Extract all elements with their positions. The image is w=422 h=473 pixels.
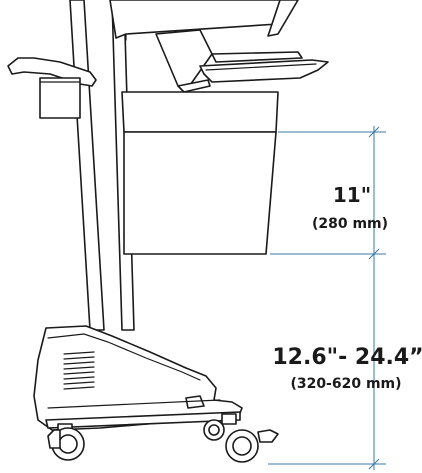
front-right-caster [221,413,279,463]
tick-mark-bottom [368,458,380,470]
front-left-caster [47,423,85,461]
dimension-annotations: 11" (280 mm) 12.6"- 24.4” (320-620 mm) [268,126,422,470]
tick-mark-top [368,126,380,138]
lower-dimension-metric: (320-620 mm) [290,376,401,392]
rear-caster [203,419,225,441]
side-handle [7,57,97,119]
upper-dimension-metric: (280 mm) [312,216,388,232]
lower-dimension-imperial: 12.6"- 24.4” [272,345,422,370]
upper-dimension-imperial: 11" [333,183,371,207]
top-work-surface [109,0,299,41]
medical-cart-illustration [7,0,329,463]
vent-slots [63,351,95,390]
cart-base [33,325,243,431]
keyboard-tray-assembly [155,29,329,93]
tick-mark-middle [368,248,380,260]
storage-drawer [121,91,279,255]
